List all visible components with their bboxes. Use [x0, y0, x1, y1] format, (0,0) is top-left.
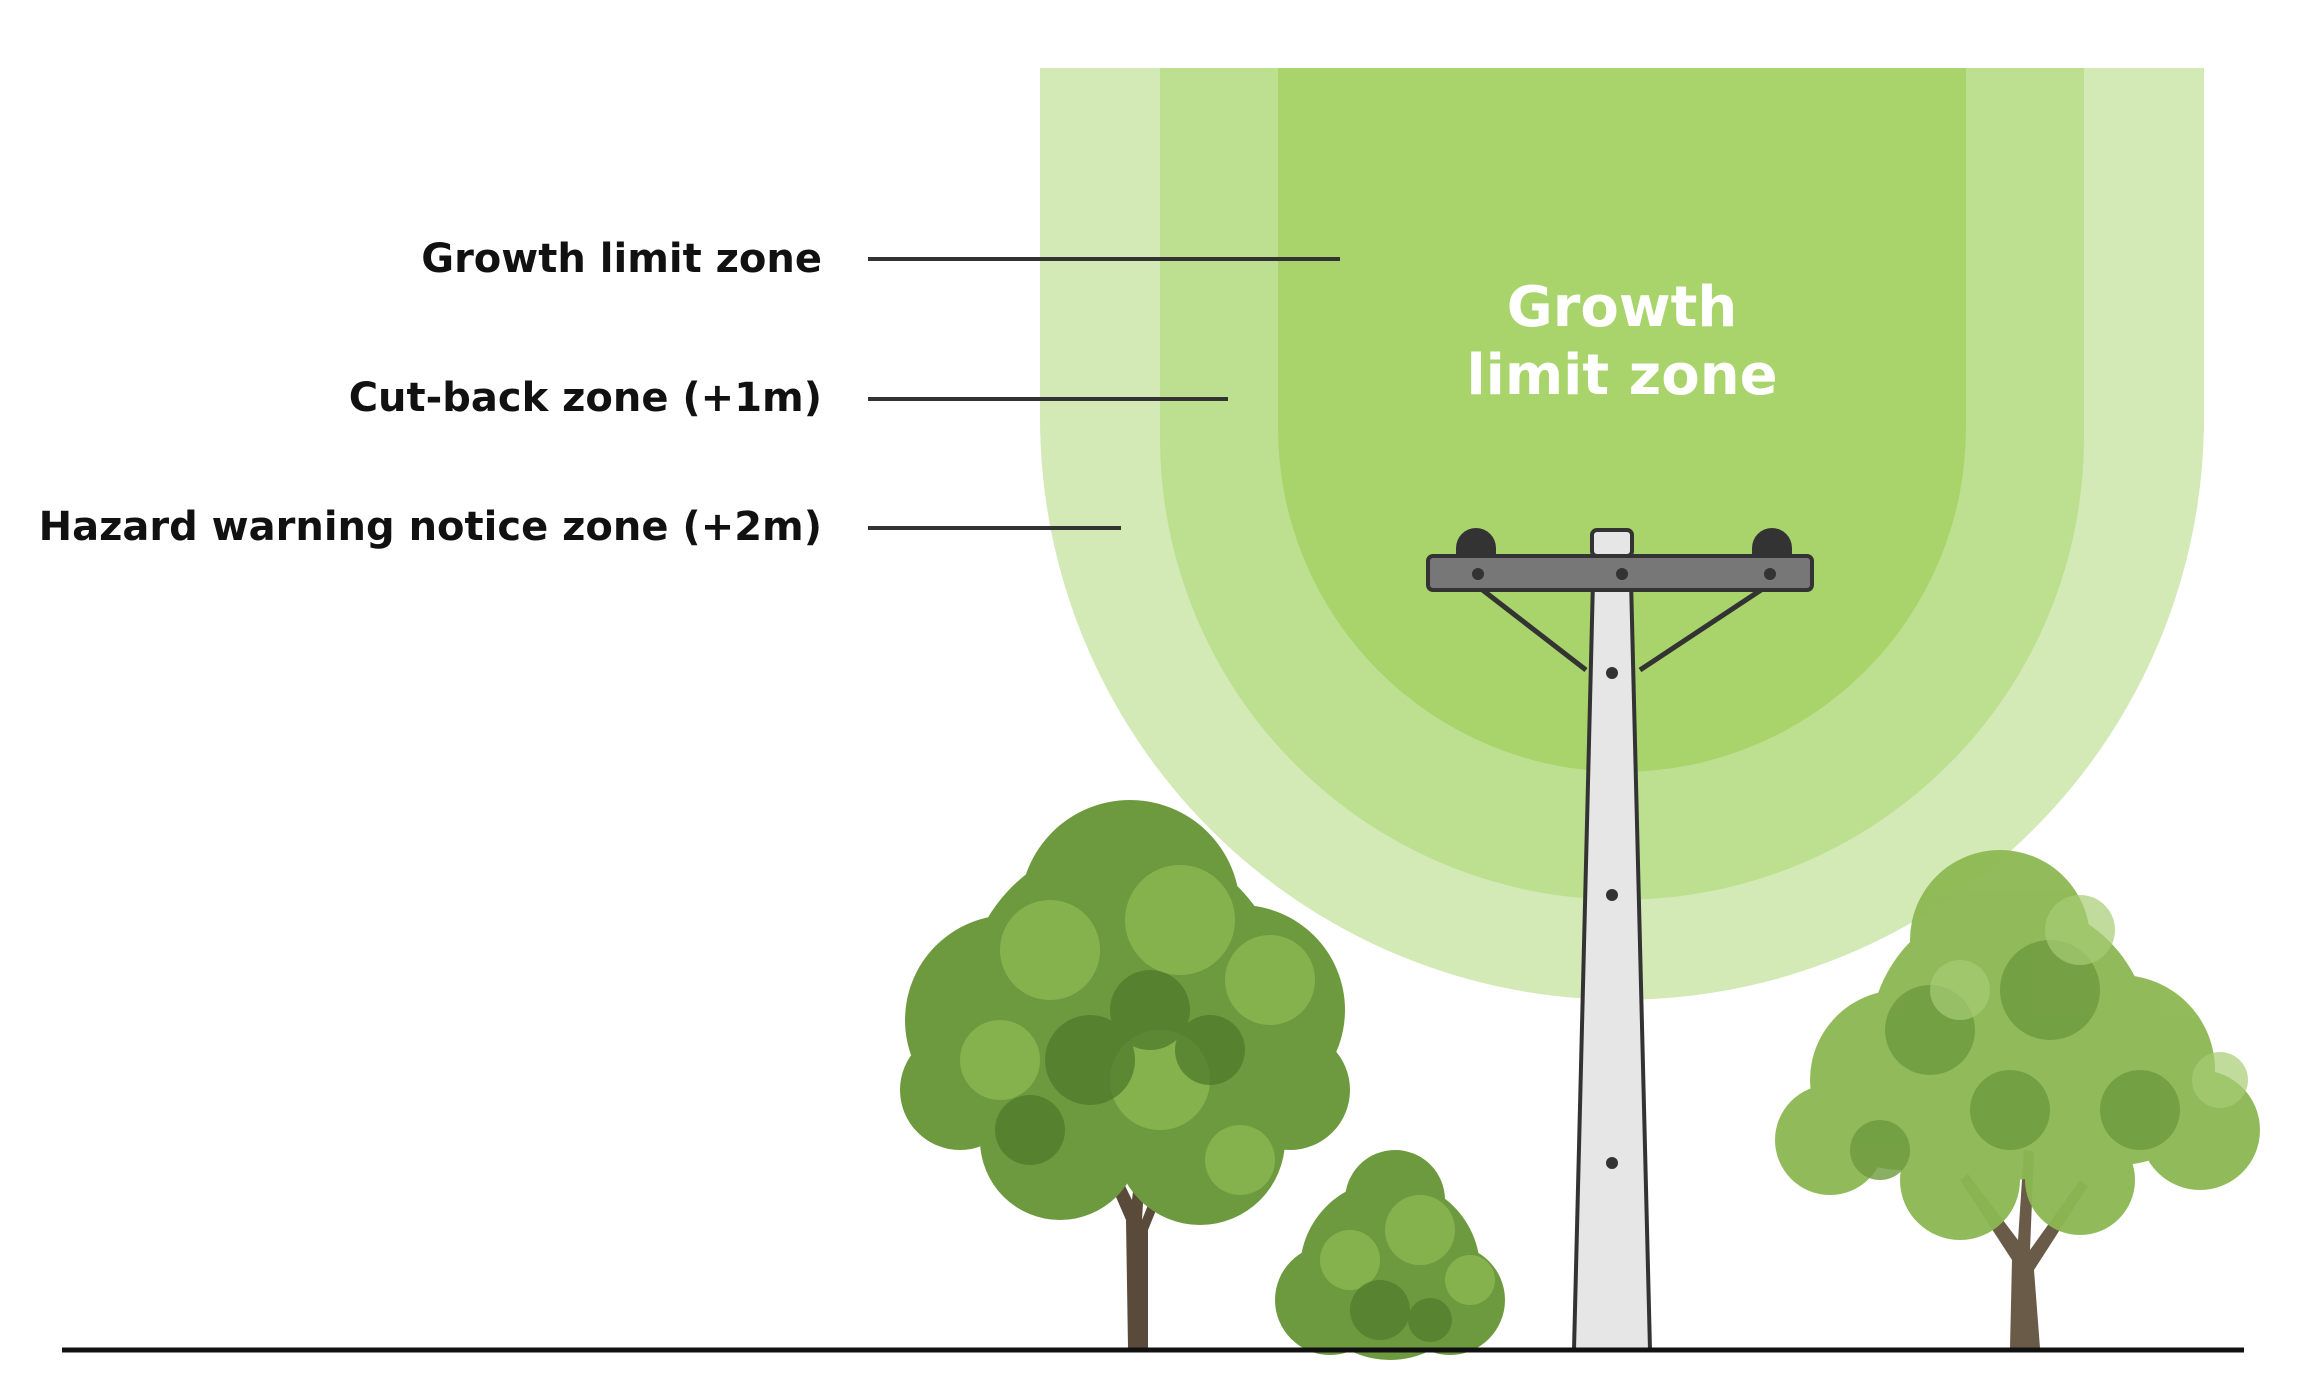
- insulator-left: [1456, 528, 1496, 556]
- shrub-small: [1275, 1150, 1505, 1360]
- label-hazard-warning-zone: Hazard warning notice zone (+2m): [39, 504, 822, 550]
- label-cut-back-zone: Cut-back zone (+1m): [349, 375, 822, 421]
- label-growth-limit-zone: Growth limit zone: [421, 236, 822, 282]
- growth-limit-zone: [1278, 68, 1966, 772]
- insulator-right: [1752, 528, 1792, 556]
- tree-right: [1775, 850, 2260, 1348]
- pole-top-cap: [1590, 528, 1634, 558]
- tree-large-left: [900, 800, 1350, 1348]
- power-pole: [1426, 528, 1814, 1352]
- zone-title-line-2: limit zone: [1466, 343, 1777, 408]
- zone-title-line-1: Growth: [1507, 275, 1737, 340]
